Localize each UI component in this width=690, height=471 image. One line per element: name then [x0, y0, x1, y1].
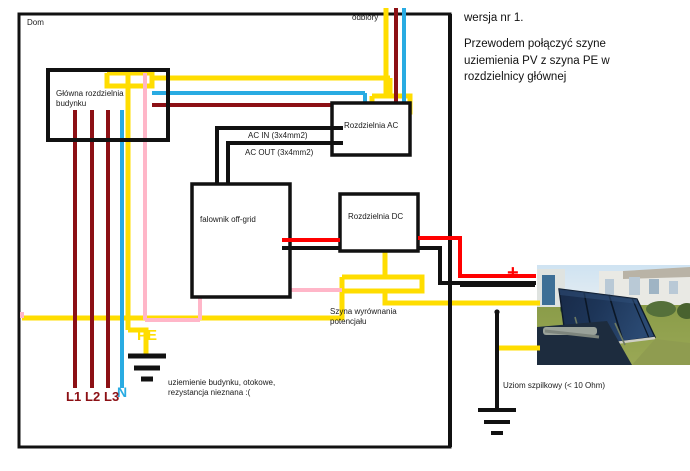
ac-out-label: AC OUT (3x4mm2) [245, 148, 314, 157]
annotation-instruction: Przewodem połączyć szyne uziemienia PV z… [464, 38, 610, 84]
solar-panel-photo [537, 265, 690, 365]
annotation-version: wersja nr 1. [464, 12, 524, 24]
n-label: N [117, 384, 128, 400]
main-board-label: Główna rozdzielnia budynku [56, 89, 124, 109]
dc-board-label: Rozdzielnia DC [348, 212, 404, 221]
pe-label: PE [137, 327, 158, 344]
house-label: Dom [27, 18, 44, 27]
equipotential-bar-label: Szyna wyrównania potencjału [330, 307, 397, 327]
rod-earth-label: Uziom szpilkowy (< 10 Ohm) [503, 381, 606, 390]
building-earth-label: uziemienie budynku, otokowe, rezystancja… [168, 378, 276, 398]
l1-label: L1 [66, 389, 82, 404]
inverter-label: falownik off-grid [200, 215, 256, 224]
dc-plus-label: + [507, 262, 519, 284]
ac-in-label: AC IN (3x4mm2) [248, 131, 308, 140]
loads-label: odbiory [352, 13, 379, 22]
ac-board-label: Rozdzielnia AC [344, 121, 399, 130]
l2-label: L2 [85, 389, 101, 404]
l3-label: L3 [104, 389, 120, 404]
main-board-box [46, 68, 170, 142]
